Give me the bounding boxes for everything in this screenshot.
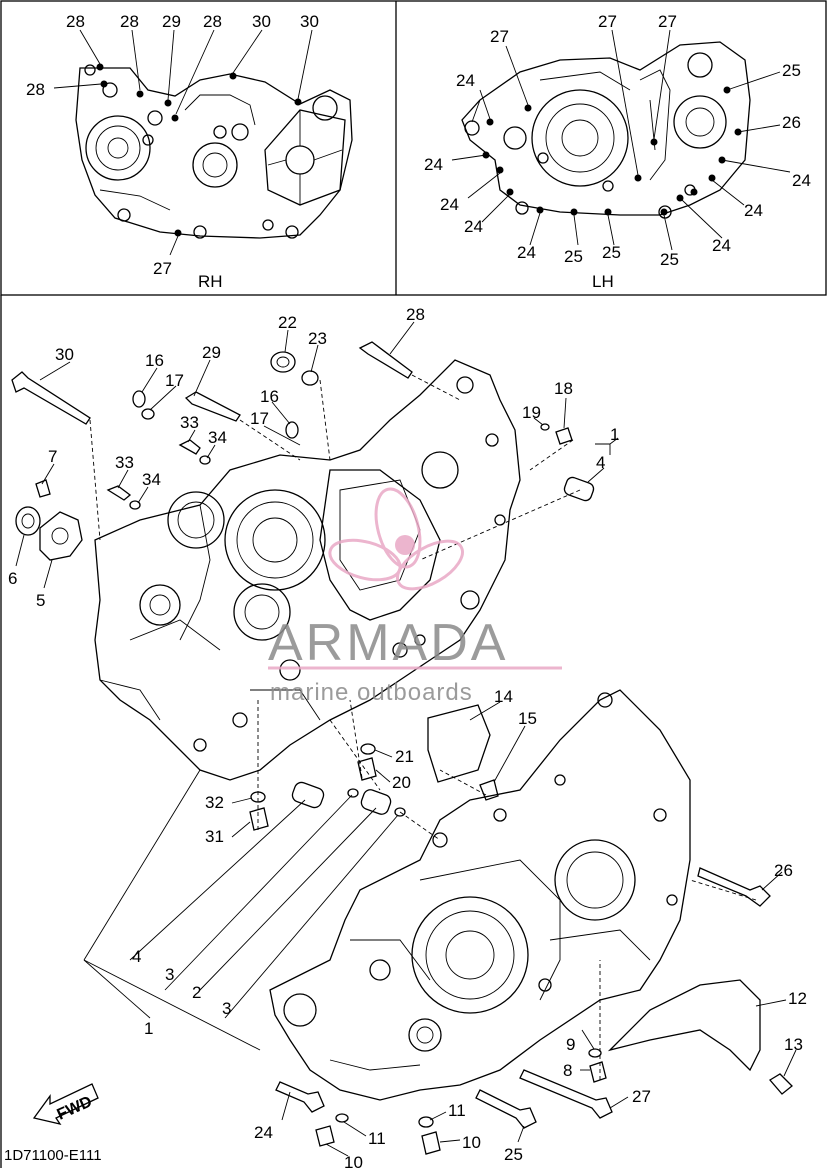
watermark-logo: [328, 487, 464, 591]
callout-27: 27: [632, 1087, 651, 1106]
callout-24: 24: [254, 1123, 273, 1142]
lh-label-25-d: 25: [660, 250, 679, 269]
callout-20: 20: [392, 773, 411, 792]
rh-panel-title: RH: [198, 272, 223, 291]
lh-label-25-b: 25: [564, 247, 583, 266]
lh-label-27-b: 27: [598, 12, 617, 31]
callout-32: 32: [205, 793, 224, 812]
lh-label-24-c: 24: [440, 195, 459, 214]
callout-10-a: 10: [462, 1133, 481, 1152]
lh-label-25-c: 25: [602, 243, 621, 262]
callout-6: 6: [8, 569, 17, 588]
callout-25: 25: [504, 1145, 523, 1164]
lh-crankcase-inset: 27 27 27 25 26 24 24 24 24 24 24 24 25 2…: [424, 12, 811, 291]
callout-15: 15: [518, 709, 537, 728]
lh-label-24-a: 24: [456, 71, 475, 90]
rh-label-28-d: 28: [26, 80, 45, 99]
callout-26: 26: [774, 861, 793, 880]
rh-label-28-c: 28: [203, 12, 222, 31]
callout-11-a: 11: [448, 1101, 466, 1120]
callout-18: 18: [554, 379, 573, 398]
watermark: ARMADA marine outboards: [268, 487, 562, 706]
callout-12: 12: [788, 989, 807, 1008]
callout-1-a: 1: [610, 425, 619, 444]
rh-label-27: 27: [153, 259, 172, 278]
callout-2: 2: [192, 983, 201, 1002]
lh-label-24-f: 24: [792, 171, 811, 190]
callout-1-b: 1: [144, 1019, 153, 1038]
bolts-and-fittings: [11, 341, 793, 1155]
watermark-brand: ARMADA: [268, 614, 508, 672]
lh-label-27-a: 27: [490, 27, 509, 46]
callout-34-a: 34: [208, 428, 227, 447]
rh-label-28-b: 28: [120, 12, 139, 31]
lh-label-26: 26: [782, 113, 801, 132]
callout-19: 19: [522, 403, 541, 422]
rh-label-28-a: 28: [66, 12, 85, 31]
callout-13: 13: [784, 1035, 803, 1054]
forward-arrow: FWD: [32, 1083, 99, 1126]
callout-34-b: 34: [142, 470, 161, 489]
callout-28: 28: [406, 305, 425, 324]
callout-labels: 30 16 17 29 22 23 28 16 17 33 34 33 34 7…: [8, 305, 807, 1169]
callout-17-a: 17: [165, 371, 184, 390]
callout-33-b: 33: [115, 453, 134, 472]
lh-label-24-h: 24: [712, 236, 731, 255]
callout-29: 29: [202, 343, 221, 362]
callout-22: 22: [278, 313, 297, 332]
lh-label-25-a: 25: [782, 61, 801, 80]
diagram-code: 1D71100-E111: [4, 1147, 102, 1164]
callout-4-b: 4: [132, 947, 141, 966]
lh-label-27-c: 27: [658, 12, 677, 31]
crankcase-left-half: [269, 689, 691, 1101]
watermark-tagline: marine outboards: [270, 679, 473, 706]
fwd-label: FWD: [55, 1093, 95, 1123]
callout-14: 14: [494, 687, 513, 706]
callout-leaders: [15, 321, 797, 1157]
lh-label-24-g: 24: [744, 201, 763, 220]
rh-label-30-a: 30: [252, 12, 271, 31]
lh-label-24-e: 24: [517, 243, 536, 262]
callout-21: 21: [395, 747, 414, 766]
rh-crankcase-inset: 28 28 29 28 30 30 28 27 RH: [26, 12, 353, 291]
callout-16-a: 16: [145, 351, 164, 370]
callout-4-a: 4: [596, 453, 605, 472]
lh-label-24-b: 24: [424, 155, 443, 174]
callout-11-b: 11: [368, 1129, 386, 1148]
rh-label-29: 29: [162, 12, 181, 31]
callout-5: 5: [36, 591, 45, 610]
callout-23: 23: [308, 329, 327, 348]
callout-9: 9: [566, 1035, 575, 1054]
callout-3-a: 3: [165, 965, 174, 984]
callout-30: 30: [55, 345, 74, 364]
assembly-guide-lines: [89, 374, 757, 1080]
rh-label-30-b: 30: [300, 12, 319, 31]
callout-8: 8: [563, 1061, 572, 1080]
lh-panel-title: LH: [592, 272, 614, 291]
callout-33-a: 33: [180, 413, 199, 432]
lh-label-24-d: 24: [464, 217, 483, 236]
callout-31: 31: [205, 827, 224, 846]
callout-10-b: 10: [344, 1153, 363, 1169]
callout-3-b: 3: [222, 999, 231, 1018]
crankcase-right-half: [94, 359, 521, 781]
callout-17-b: 17: [250, 409, 269, 428]
callout-7: 7: [48, 447, 57, 466]
callout-16-b: 16: [260, 387, 279, 406]
